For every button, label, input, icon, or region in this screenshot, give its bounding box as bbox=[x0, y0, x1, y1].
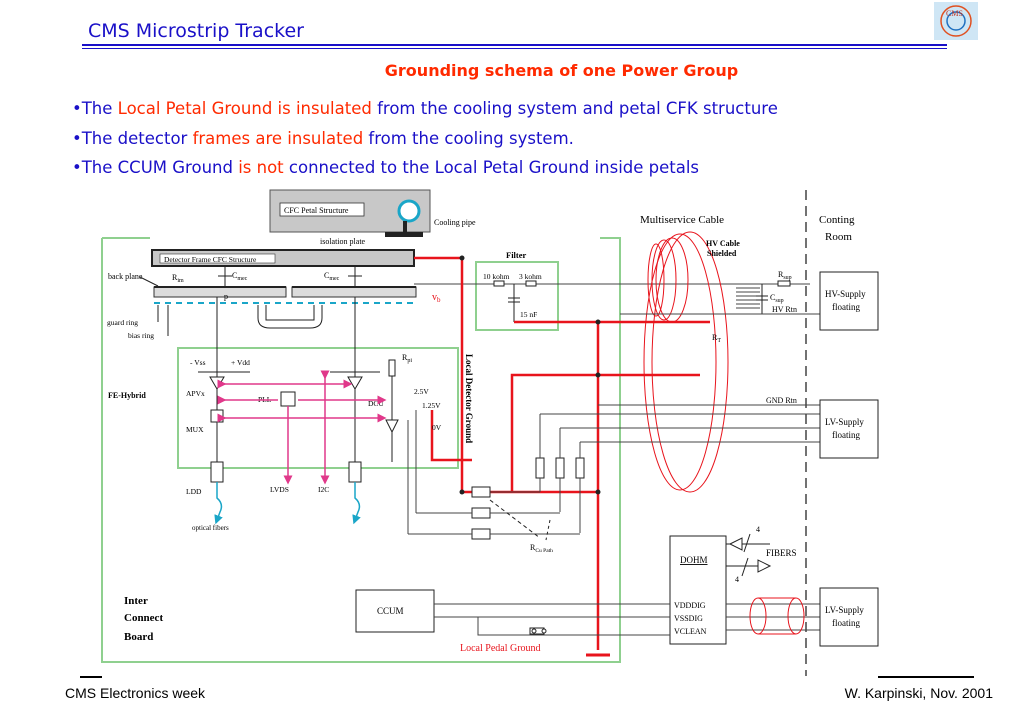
footer-left: CMS Electronics week bbox=[65, 685, 206, 701]
bias-ring-label: bias ring bbox=[128, 331, 154, 340]
v25-label: 2.5V bbox=[414, 387, 429, 396]
lv-supply-box bbox=[819, 399, 879, 459]
control-signal-arrows bbox=[217, 370, 387, 485]
cooling-pipe bbox=[397, 199, 421, 223]
filter-r1-label: 10 kohm bbox=[483, 272, 510, 281]
plus-vdd-label: + Vdd bbox=[231, 358, 250, 367]
header-rule-thin bbox=[82, 48, 947, 49]
ldd-label: LDD bbox=[186, 487, 202, 496]
fe-hybrid-boundary bbox=[177, 347, 459, 469]
multiservice-cable-label: Multiservice Cable bbox=[640, 214, 724, 226]
hv-rtn-label: HV Rtn bbox=[772, 305, 797, 314]
cfc-petal-structure-label: CFC Petal Structure bbox=[284, 206, 349, 215]
cooling-pipe-label: Cooling pipe bbox=[434, 218, 476, 227]
lv-supply-2-box bbox=[819, 587, 879, 647]
c-mec-label-1: Cmec bbox=[232, 271, 248, 282]
multiservice-cable-shield bbox=[643, 231, 729, 493]
bullet-item: •The detector frames are insulated from … bbox=[72, 128, 574, 148]
inter-connect-label-1: Inter bbox=[124, 595, 148, 607]
vssdig-label: VSSDIG bbox=[674, 614, 703, 623]
bullet-item: •The Local Petal Ground is insulated fro… bbox=[72, 99, 778, 118]
inter-connect-label-3: Board bbox=[124, 631, 153, 643]
bullet-item: •The CCUM Ground is not connected to the… bbox=[72, 158, 700, 177]
lvds-label: LVDS bbox=[270, 485, 289, 494]
dcu-label: DCU bbox=[368, 399, 384, 408]
fe-hybrid-label: FE-Hybrid bbox=[108, 391, 146, 400]
bullet-list: •The Local Petal Ground is insulated fro… bbox=[72, 94, 778, 183]
page-header-title: CMS Microstrip Tracker bbox=[88, 20, 304, 42]
hv-cable-label-1: HV Cable bbox=[706, 239, 740, 248]
guard-ring-label: guard ring bbox=[107, 318, 138, 327]
detector-frame-label: Detector Frame CFC Structure bbox=[164, 255, 257, 264]
c-sup-label: Csup bbox=[770, 293, 784, 304]
petal-boundary bbox=[101, 237, 621, 663]
minus-vss-label: - Vss bbox=[190, 358, 206, 367]
ccum-box bbox=[355, 589, 435, 633]
vb-label: vb bbox=[432, 292, 441, 304]
lv-cable-shield bbox=[749, 597, 805, 635]
back-plane-label: back plane bbox=[108, 272, 143, 281]
c-mec-label-2: Cmec bbox=[324, 271, 340, 282]
mux-label: MUX bbox=[186, 425, 204, 434]
v0-label: 0V bbox=[432, 423, 442, 432]
vclean-label: VCLEAN bbox=[674, 627, 707, 636]
counting-room-label-1: Conting bbox=[819, 214, 855, 226]
r-im-label: Rim bbox=[172, 273, 184, 284]
r-t-label: RT bbox=[712, 333, 721, 344]
apvx-label: APVx bbox=[186, 389, 205, 398]
v125-label: 1.25V bbox=[422, 401, 441, 410]
grounding-schematic: CFC Petal Structure Cooling pipe isolati… bbox=[101, 189, 879, 676]
hv-supply-label-2: floating bbox=[832, 302, 860, 312]
cms-logo: CMS bbox=[934, 2, 978, 40]
lv-supply-2-label-2: floating bbox=[832, 618, 860, 628]
lv-supply-2-label-1: LV-Supply bbox=[825, 605, 864, 615]
diagram-title: Grounding schema of one Power Group bbox=[384, 61, 739, 80]
header-rule bbox=[82, 44, 947, 46]
p-label: p bbox=[224, 292, 228, 301]
fiber-count-b: 4 bbox=[735, 575, 739, 584]
lv-supply-label-1: LV-Supply bbox=[825, 417, 864, 427]
logo-text: CMS bbox=[946, 9, 963, 18]
silicon-sensor bbox=[153, 286, 417, 304]
ccum-label: CCUM bbox=[377, 606, 404, 616]
inter-connect-label-2: Connect bbox=[124, 612, 163, 624]
filter-boundary bbox=[475, 261, 559, 331]
footer-rule-right bbox=[878, 676, 974, 678]
footer-rule-left bbox=[80, 676, 102, 678]
hv-supply-box bbox=[819, 271, 879, 331]
filter-title: Filter bbox=[506, 250, 527, 260]
optical-fibers-label: optical fibers bbox=[192, 524, 229, 532]
isolation-plate-label: isolation plate bbox=[320, 237, 366, 246]
fibers-label: FIBERS bbox=[766, 548, 797, 558]
hv-supply-label-1: HV-Supply bbox=[825, 289, 866, 299]
i2c-label: I2C bbox=[318, 485, 329, 494]
r-cu-path-label: RCu Path bbox=[530, 543, 553, 554]
lv-supply-label-2: floating bbox=[832, 430, 860, 440]
local-detector-ground-label: Local Detector Ground bbox=[464, 354, 474, 443]
filter-r2-label: 3 kohm bbox=[519, 272, 542, 281]
vdddig-label: VDDDIG bbox=[674, 601, 706, 610]
filter-c-label: 15 nF bbox=[520, 310, 537, 319]
hv-cable-label-2: Shielded bbox=[707, 249, 737, 258]
local-pedal-ground-label: Local Pedal Ground bbox=[460, 643, 541, 654]
counting-room-label-2: Room bbox=[825, 231, 852, 243]
footer-right: W. Karpinski, Nov. 2001 bbox=[844, 685, 993, 701]
dohm-box bbox=[669, 535, 727, 645]
r-pi-label: Rpi bbox=[402, 353, 412, 364]
r-sup-label: Rsup bbox=[778, 270, 792, 281]
gnd-rtn-label: GND Rtn bbox=[766, 396, 797, 405]
optical-fiber-arrows bbox=[214, 482, 361, 525]
fiber-count-a: 4 bbox=[756, 525, 760, 534]
dohm-label: DOHM bbox=[680, 555, 708, 565]
